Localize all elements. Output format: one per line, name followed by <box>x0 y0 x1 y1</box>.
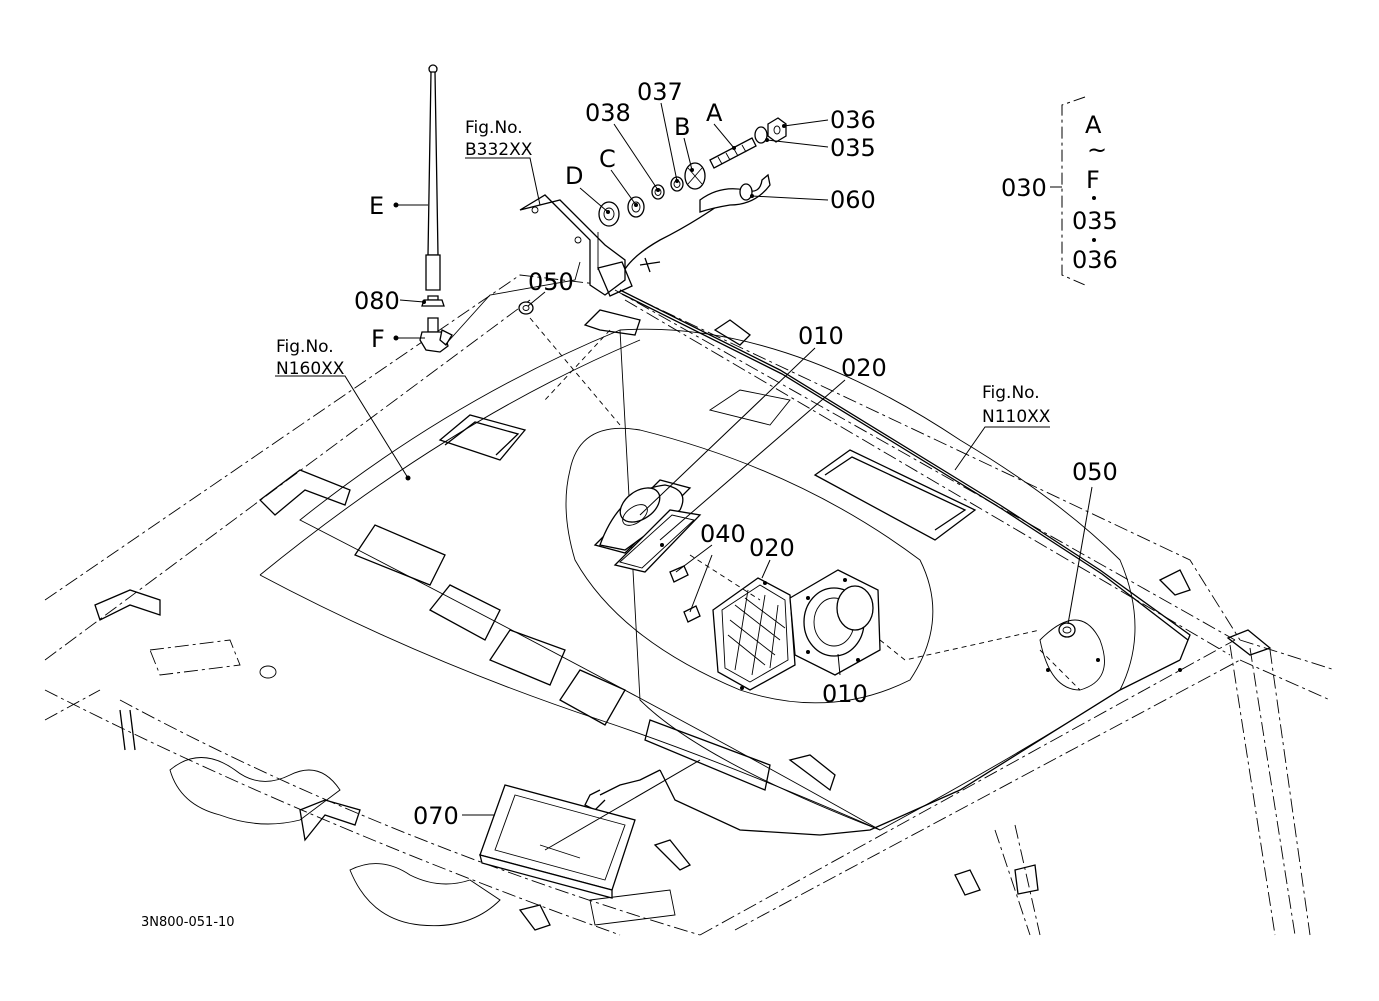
callout-037: 037 <box>637 78 683 106</box>
callout-010-bottom: 010 <box>822 680 868 708</box>
speaker-right <box>712 569 881 691</box>
fig-ref-b332-code: B332XX <box>465 140 533 160</box>
drawing-code: 3N800-051-10 <box>141 915 235 930</box>
kit-legend: 030 A ~ F 035 036 <box>1001 96 1118 286</box>
roof-frame <box>44 274 1336 936</box>
callout-050-left: 050 <box>528 268 574 296</box>
callout-038: 038 <box>585 99 631 127</box>
kit-item-a: A <box>1085 111 1102 139</box>
radio-cover-070 <box>479 784 636 899</box>
kit-label: 030 <box>1001 174 1047 202</box>
speaker-left <box>593 479 702 623</box>
callout-060: 060 <box>830 186 876 214</box>
antenna-assembly <box>419 64 581 353</box>
callout-080: 080 <box>354 287 400 315</box>
kit-item-f: F <box>1086 166 1100 194</box>
callout-036: 036 <box>830 106 876 134</box>
callout-020-right: 020 <box>749 534 795 562</box>
callout-b: B <box>674 113 690 141</box>
grommet-050-right <box>1058 622 1076 638</box>
callout-a: A <box>706 99 723 127</box>
callout-040: 040 <box>700 520 746 548</box>
kit-item-036: 036 <box>1072 246 1118 274</box>
headliner-panel <box>259 328 1182 831</box>
leader-lines <box>275 102 1093 851</box>
fig-ref-b332-label: Fig.No. <box>465 118 523 138</box>
callout-035: 035 <box>830 134 876 162</box>
fig-ref-n110-code: N110XX <box>982 407 1051 427</box>
kit-item-035: 035 <box>1072 207 1118 235</box>
mount-hardware <box>598 117 787 227</box>
kit-item-tilde: ~ <box>1087 136 1107 164</box>
callout-c: C <box>599 145 616 173</box>
callout-010-top: 010 <box>798 322 844 350</box>
antenna-cable <box>584 189 1191 836</box>
fig-ref-n160-code: N160XX <box>276 359 345 379</box>
figure-references: Fig.No. B332XX Fig.No. N160XX Fig.No. N1… <box>276 118 1051 427</box>
callout-050-right: 050 <box>1072 458 1118 486</box>
fig-ref-n110-label: Fig.No. <box>982 383 1040 403</box>
callout-070: 070 <box>413 802 459 830</box>
antenna-bracket <box>519 194 661 297</box>
location-lines <box>529 317 1081 691</box>
callout-d: D <box>565 162 583 190</box>
callout-020-top: 020 <box>841 354 887 382</box>
callout-e: E <box>369 192 384 220</box>
fig-ref-n160-label: Fig.No. <box>276 337 334 357</box>
callout-labels: 036 035 037 038 B A C D E 060 080 F 050 … <box>354 78 1118 830</box>
callout-f: F <box>371 325 385 353</box>
